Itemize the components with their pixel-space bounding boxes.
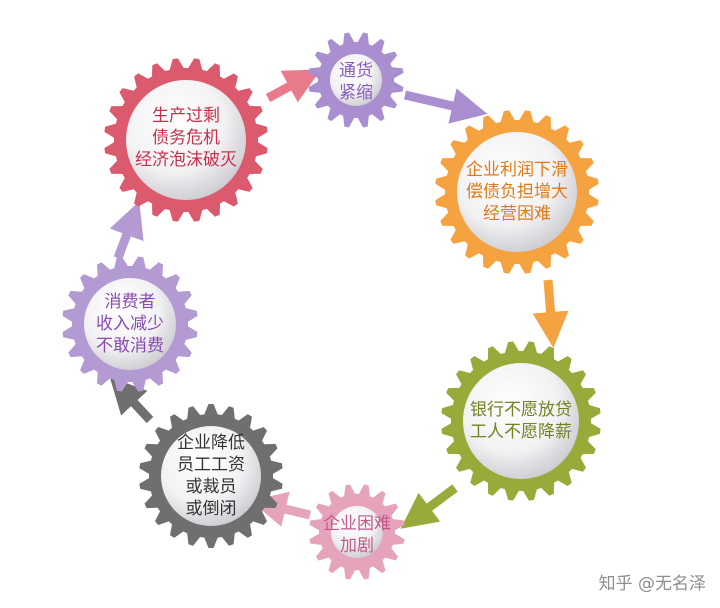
watermark: 知乎 @无名泽 [598,574,706,594]
node-line: 银行不愿放贷 [470,400,572,420]
gear-center [331,506,383,558]
node-line: 企业利润下滑 [466,160,568,180]
gear-bank [441,341,601,501]
node-profit-text: 企业利润下滑 偿债负担增大 经营困难 [466,159,568,225]
gear-profit [435,110,599,274]
node-bank-text: 银行不愿放贷 工人不愿降薪 [470,399,572,443]
node-line: 消费者 [104,292,156,312]
node-overproduction-text: 生产过剩 债务危机 经济泡沫破灭 [135,105,237,171]
node-line: 员工工资 [177,455,245,475]
node-line: 收入减少 [96,314,164,334]
node-line: 紧缩 [339,83,373,103]
node-line: 加剧 [340,536,374,556]
gear-center [126,80,246,200]
arrow-bank-to-difficulty [400,484,458,529]
node-layoff-text: 企业降低 员工工资 或裁员 或倒闭 [177,432,245,520]
node-line: 偿债负担增大 [466,182,568,202]
node-line: 工人不愿降薪 [470,422,572,442]
node-line: 企业降低 [177,433,245,453]
node-line: 不敢消费 [96,336,164,356]
arrow-profit-to-bank [532,279,569,348]
node-line: 生产过剩 [152,106,220,126]
arrow-layoff-to-consumer [109,376,154,424]
node-line: 通货 [339,61,373,81]
node-line: 经济泡沫破灭 [135,150,237,170]
gear-deflation [308,32,404,128]
node-line: 或裁员 [185,477,237,497]
gear-center [463,363,579,479]
gear-center [161,426,261,526]
arrow-consumer-to-overproduction [109,201,144,260]
node-line: 企业困难 [323,514,391,534]
node-line: 经营困难 [483,204,551,224]
gear-center [330,54,382,106]
gear-layoff [139,404,283,548]
node-line: 或倒闭 [185,499,237,519]
node-line: 债务危机 [152,128,220,148]
gear-center [457,132,577,252]
node-consumer-text: 消费者 收入减少 不敢消费 [96,291,164,357]
arrow-deflation-to-profit [403,88,488,124]
node-deflation-text: 通货 紧缩 [339,60,373,104]
gear-difficulty [309,484,405,580]
gear-overproduction [104,58,268,222]
arrow-overproduction-to-deflation [265,69,321,103]
node-difficulty-text: 企业困难 加剧 [323,513,391,557]
gear-consumer [62,256,198,392]
gear-center [84,278,176,370]
